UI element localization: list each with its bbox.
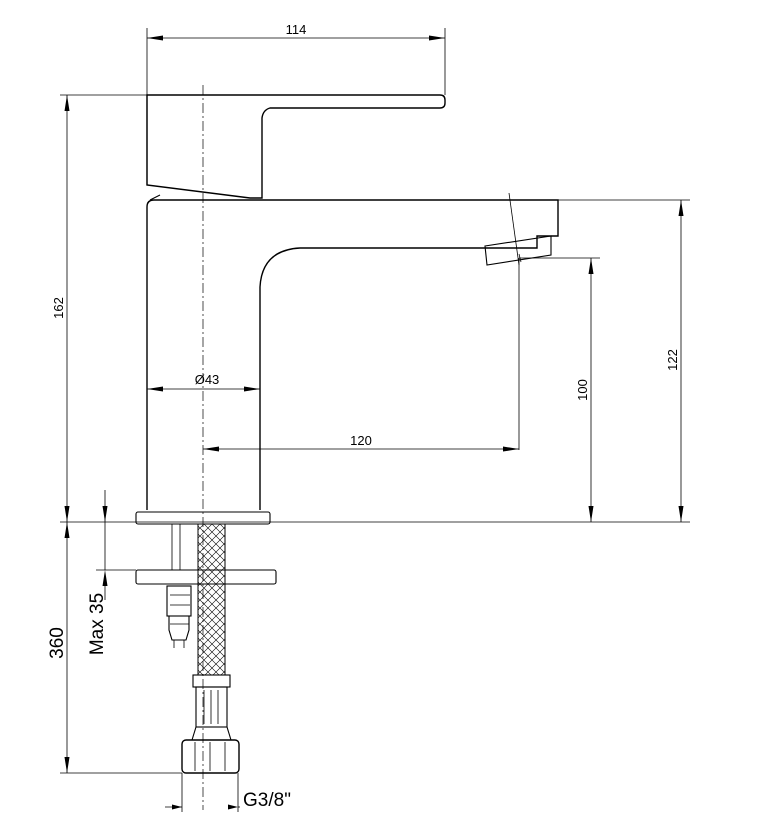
hose-braid	[197, 523, 226, 676]
aerator	[484, 235, 552, 266]
lever-handle	[146, 94, 446, 199]
extension-lines	[60, 28, 690, 812]
faucet-body	[135, 94, 559, 648]
connector-taper-left	[191, 726, 197, 741]
connector-taper-right	[226, 726, 232, 741]
dim-label-total-height: 162	[51, 297, 66, 319]
dim-label-reach: 120	[350, 433, 372, 448]
hose-collar	[195, 686, 228, 728]
threaded-stud	[171, 523, 181, 571]
dim-label-body-diameter: Ø43	[195, 372, 220, 387]
body-bevel	[149, 194, 161, 201]
hose-connector-nut	[181, 739, 240, 774]
dim-label-max-thickness: Max 35	[87, 593, 108, 655]
main-body	[146, 199, 559, 510]
dim-label-spout-height: 122	[665, 349, 680, 371]
dimension-lines	[64, 35, 684, 810]
dim-label-top-width: 114	[286, 22, 307, 37]
supply-hose	[181, 523, 240, 774]
fixing-nut-upper	[166, 585, 192, 617]
fixing-nut-lower	[168, 615, 190, 641]
hose-ferrule	[192, 674, 231, 688]
dim-label-outlet-height: 100	[575, 379, 590, 401]
aerator-axis	[508, 192, 520, 266]
dim-label-thread: G3/8"	[243, 790, 291, 811]
dim-label-hose-length: 360	[47, 627, 68, 659]
